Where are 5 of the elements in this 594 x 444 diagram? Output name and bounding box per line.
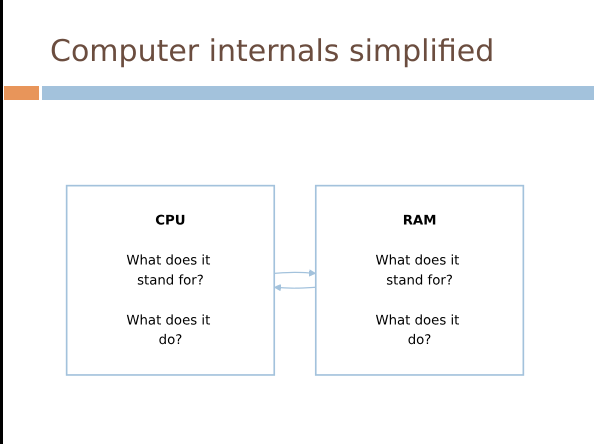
arrow [274,284,316,291]
node-box: CPU What does it stand for? What does it do? [66,184,276,376]
arrow [274,268,316,276]
slide-title: Computer internals simplified [50,34,494,69]
node-box: RAM What does it stand for? What does it do? [314,184,524,376]
